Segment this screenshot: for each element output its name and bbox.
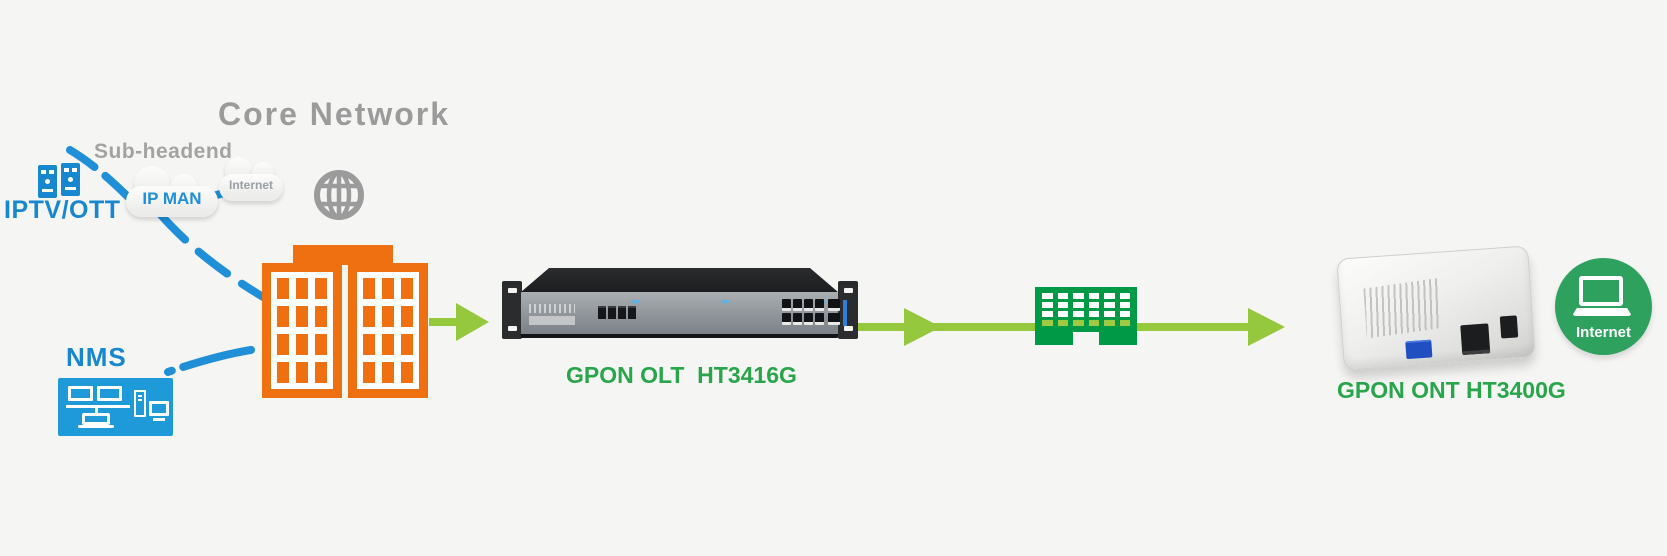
rack-ear (838, 281, 858, 339)
link-nms-to-building (164, 344, 268, 376)
iptv-server-icon (38, 162, 82, 200)
panel-accent-stripe (843, 300, 847, 326)
network-bus-line (66, 405, 130, 408)
laptop-base (78, 425, 114, 428)
cloud-base (126, 186, 218, 217)
building-tower (348, 263, 428, 398)
nms-label: NMS (66, 342, 127, 372)
iptv-ott-label: IPTV/OTT (4, 196, 121, 224)
olt-front-panel (521, 292, 847, 338)
led-indicators (529, 304, 575, 313)
sub-headend-label: Sub-headend (94, 140, 233, 163)
ont-top-face (1336, 245, 1536, 371)
rack-ear (502, 281, 522, 339)
gpon-ont-device (1336, 245, 1543, 378)
olt-chassis-top (521, 268, 838, 292)
page-title: Core Network (218, 96, 451, 132)
ip-man-label: IP MAN (142, 189, 202, 208)
arrow-icon (904, 308, 941, 346)
port-group-label (631, 300, 639, 303)
uplink-ports (828, 299, 840, 325)
fiber-port (1405, 339, 1433, 360)
gpon-olt-device (486, 266, 862, 346)
monitor-icon (149, 401, 169, 416)
laptop-icon (82, 413, 110, 425)
building-tower (262, 263, 342, 398)
ip-man-cloud-icon: IP MAN (126, 164, 218, 218)
server-tower-icon (38, 165, 57, 198)
internet-cloud-label: Internet (228, 178, 273, 192)
laptop-base (1572, 308, 1632, 316)
pc-tower-icon (134, 390, 146, 417)
core-building-icon (262, 245, 428, 398)
monitor-icon (68, 386, 93, 401)
laptop-icon (1579, 276, 1623, 306)
server-tower-icon (61, 163, 80, 196)
internet-cloud-icon: Internet (219, 153, 283, 205)
splitter-leg (1035, 332, 1073, 345)
green-arrowheads (456, 303, 1285, 346)
ont-label: GPON ONT HT3400G (1337, 377, 1566, 403)
globe-icon (314, 170, 364, 220)
splitter-leg (1099, 332, 1137, 345)
network-drop-line (95, 408, 98, 413)
olt-label: GPON OLT HT3416G (566, 362, 797, 388)
lan-port (1460, 323, 1491, 356)
monitor-stand (153, 418, 165, 421)
monitor-icon (97, 386, 122, 401)
port-group-label (721, 300, 729, 303)
cloud-base (219, 174, 283, 201)
link-ipman-to-building (156, 210, 267, 301)
building-roof (293, 245, 393, 265)
internet-endpoint-badge: Internet (1555, 258, 1652, 355)
rj45-ports (782, 299, 824, 325)
splitter-body (1035, 287, 1137, 332)
power-port (1499, 315, 1519, 339)
arrow-icon (456, 303, 489, 341)
nms-workstations-icon (58, 378, 173, 436)
sfp-group (598, 306, 636, 319)
internet-endpoint-label: Internet (1575, 324, 1631, 341)
splitter-building-icon (1035, 287, 1137, 345)
vent-slots (1363, 278, 1441, 339)
arrow-icon (1248, 308, 1285, 346)
